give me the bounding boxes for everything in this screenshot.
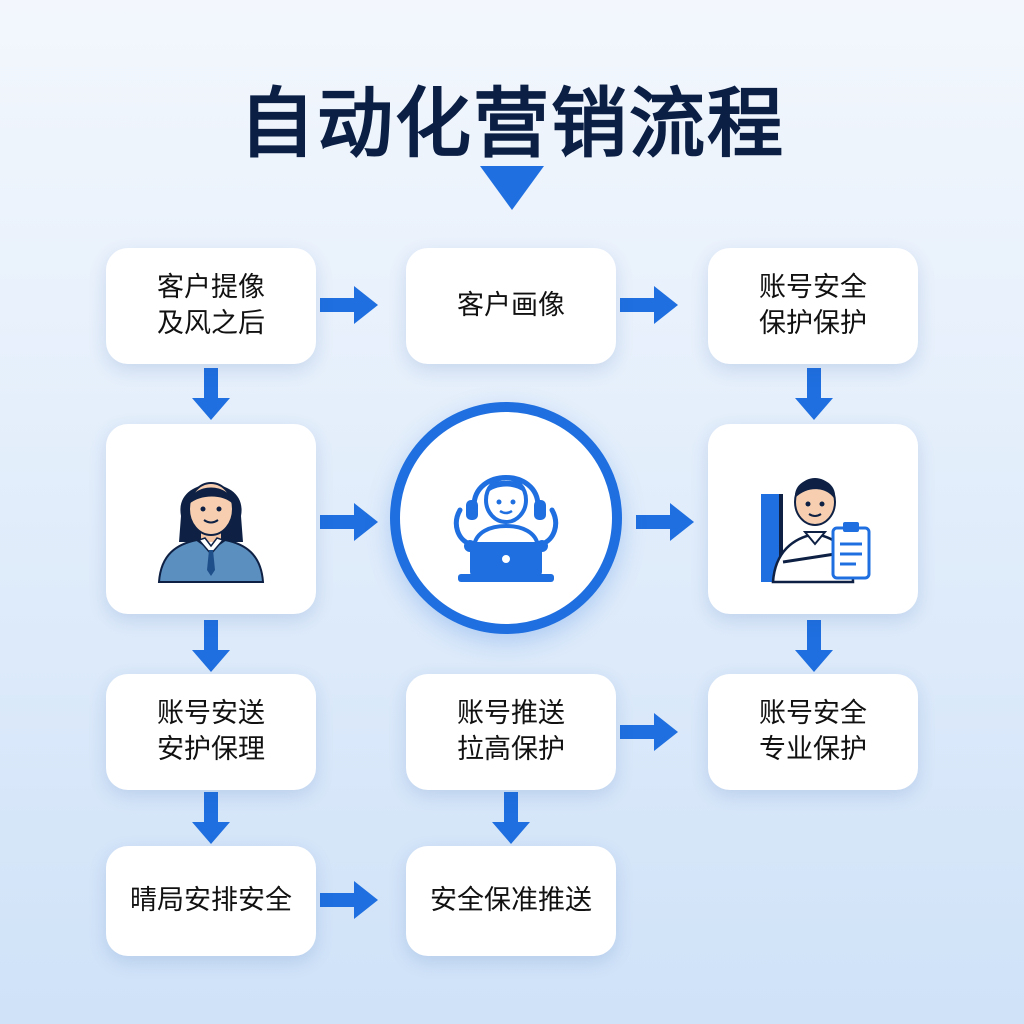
step-card: 客户提像 及风之后 — [106, 248, 316, 364]
businesswoman-icon — [157, 482, 265, 583]
step-card: 账号安全 专业保护 — [708, 674, 918, 790]
arrow-c1-r1-r2 — [192, 368, 230, 420]
step-label: 安全保准推送 — [430, 885, 592, 916]
avatar-card-left — [106, 424, 316, 614]
step-label: 客户画像 — [457, 290, 565, 321]
arrow-c3-r2-r3 — [795, 620, 833, 672]
step-label: 晴局安排安全 — [130, 885, 292, 916]
title-down-arrow — [480, 166, 544, 210]
step-card: 账号安送 安护保理 — [106, 674, 316, 790]
avatar-card-right — [708, 424, 918, 614]
page-title: 自动化营销流程 — [239, 79, 785, 168]
arrow-r2-circle-c3 — [636, 503, 694, 541]
arrow-r1-c1-c2 — [320, 286, 378, 324]
step-card: 晴局安排安全 — [106, 846, 316, 956]
step-label: 客户提像 及风之后 — [157, 272, 265, 339]
step-label: 账号安全 保护保护 — [759, 272, 867, 339]
arrow-c2-r3-r4 — [492, 792, 530, 844]
step-card: 账号安全 保护保护 — [708, 248, 918, 364]
clerk-with-clipboard-icon — [761, 478, 871, 584]
center-hub-circle — [390, 402, 622, 634]
arrow-c1-r2-r3 — [192, 620, 230, 672]
customer-service-laptop-icon — [453, 475, 559, 582]
step-label: 账号安送 安护保理 — [157, 698, 265, 765]
arrow-r4-c1-c2 — [320, 881, 378, 919]
step-label: 账号安全 专业保护 — [759, 698, 867, 765]
step-card: 账号推送 拉高保护 — [406, 674, 616, 790]
step-label: 账号推送 拉高保护 — [457, 698, 565, 765]
arrow-c3-r1-r2 — [795, 368, 833, 420]
arrow-r2-c1-circle — [320, 503, 378, 541]
arrow-c1-r3-r4 — [192, 792, 230, 844]
arrow-r1-c2-c3 — [620, 286, 678, 324]
arrow-r3-c2-c3 — [620, 713, 678, 751]
step-card: 客户画像 — [406, 248, 616, 364]
step-card: 安全保准推送 — [406, 846, 616, 956]
